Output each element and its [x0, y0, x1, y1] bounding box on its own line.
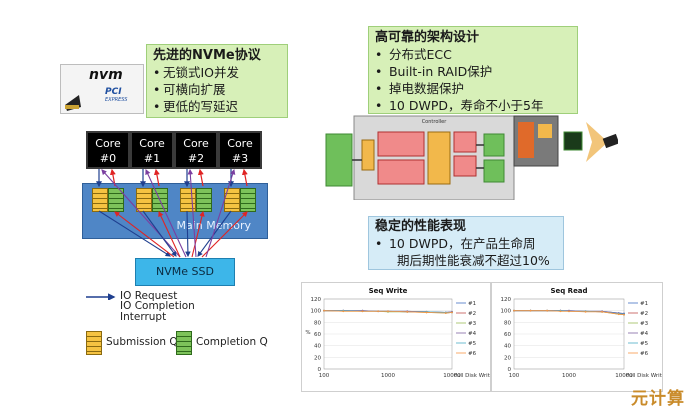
callout-item: • 10 DWPD，寿命不小于5年	[375, 98, 544, 113]
y-tick-label: 80	[504, 320, 511, 326]
core-2: Core #2	[174, 131, 218, 169]
legend-entry: #3	[640, 321, 649, 327]
chart-title: Seq Write	[369, 287, 408, 295]
legend-entry: #6	[468, 351, 477, 357]
completion-queue	[240, 188, 256, 212]
nvm-logo-sub2: EXPRESS	[105, 97, 128, 103]
x-tick-label: 1000	[381, 373, 395, 379]
data-point	[568, 310, 570, 313]
y-tick-label: 20	[504, 355, 511, 361]
data-point	[601, 310, 604, 313]
legend-io-completion: IO Completion	[120, 300, 195, 312]
nvm-express-logo: nvm PCI EXPRESS	[60, 64, 144, 114]
callout-item: • 分布式ECC	[375, 47, 452, 62]
data-point	[425, 311, 428, 314]
y-tick-label: 0	[508, 367, 512, 373]
y-tick-label: 0	[318, 367, 322, 373]
y-tick-label: 120	[311, 297, 322, 303]
legend-entry: #1	[468, 301, 476, 307]
reliability-callout: 高可靠的架构设计 • 分布式ECC • Built-in RAID保护 • 掉电…	[368, 26, 578, 114]
y-tick-label: 60	[504, 332, 511, 338]
data-point	[444, 312, 447, 314]
callout-title: 先进的NVMe协议	[153, 48, 261, 63]
y-tick-label: 80	[314, 320, 321, 326]
callout-item: • 10 DWPD，在产品生命周	[375, 236, 536, 251]
watermark: 元计算	[631, 389, 685, 409]
nvm-logo-sub1: PCI	[105, 87, 122, 97]
legend-entry: #5	[468, 341, 477, 347]
data-point	[387, 310, 389, 313]
data-point	[529, 309, 532, 312]
data-point	[546, 309, 549, 312]
core-1: Core #1	[130, 131, 174, 169]
legend-io-request: IO Request	[120, 290, 178, 302]
callout-item: •可横向扩展	[153, 82, 226, 97]
callout-item: • 掉电数据保护	[375, 81, 464, 96]
core-3: Core #3	[218, 131, 262, 169]
y-tick-label: 100	[311, 309, 322, 315]
x-axis-label: Full Disk Writes	[626, 373, 662, 379]
callout-item: 期后期性能衰减不超过10%	[397, 253, 550, 268]
legend-completion-q-swatch	[176, 331, 192, 355]
data-point	[342, 310, 345, 313]
y-tick-label: 60	[314, 332, 321, 338]
data-point	[617, 313, 620, 316]
data-point	[584, 310, 587, 313]
data-point	[361, 310, 364, 313]
callout-title: 稳定的性能表现	[375, 219, 467, 234]
data-point	[451, 311, 453, 314]
legend-interrupt: Interrupt	[120, 311, 167, 323]
performance-callout: 稳定的性能表现 • 10 DWPD，在产品生命周 期后期性能衰减不超过10%	[368, 216, 564, 270]
legend-submission-q-swatch	[86, 331, 102, 355]
y-tick-label: 100	[501, 309, 512, 315]
x-tick-label: 1000	[562, 373, 576, 379]
legend-entry: #5	[640, 341, 649, 347]
chart-title: Seq Read	[550, 287, 587, 295]
callout-item: •更低的写延迟	[153, 99, 239, 114]
io-arrows	[86, 168, 248, 300]
legend-submission-q: Submission Q	[106, 336, 178, 348]
legend-entry: #4	[640, 331, 649, 337]
nvme-protocol-callout: 先进的NVMe协议 •无锁式IO并发 •可横向扩展 •更低的写延迟	[146, 44, 288, 118]
legend-completion-q: Completion Q	[196, 336, 268, 348]
data-point	[623, 313, 625, 316]
x-tick-label: 10000	[615, 373, 633, 379]
legend-entry: #6	[640, 351, 649, 357]
legend-entry: #3	[468, 321, 477, 327]
y-tick-label: 120	[501, 297, 512, 303]
main-memory-label: Main Memory	[176, 219, 252, 232]
data-point	[323, 309, 325, 312]
controller-label: Controller	[422, 119, 448, 125]
data-point	[377, 310, 379, 313]
callout-title: 高可靠的架构设计	[375, 30, 480, 45]
legend-entry: #1	[640, 301, 648, 307]
core-0: Core #0	[86, 131, 130, 169]
plot-area	[513, 298, 625, 370]
y-tick-label: 40	[504, 344, 511, 350]
nvm-logo-text: nvm	[89, 67, 123, 83]
plot-area	[323, 298, 453, 370]
x-tick-label: 10000	[443, 373, 461, 379]
data-point	[559, 310, 562, 313]
data-point	[513, 309, 515, 312]
ssd-card-graphic	[65, 95, 81, 111]
y-axis-label: %	[305, 330, 310, 336]
controller-architecture-diagram: Controller	[325, 115, 618, 200]
data-point	[406, 310, 409, 313]
x-tick-label: 100	[509, 373, 520, 379]
callout-item: •无锁式IO并发	[153, 65, 240, 80]
callout-item: • Built-in RAID保护	[375, 64, 493, 79]
y-tick-label: 20	[314, 355, 321, 361]
y-tick-label: 40	[314, 344, 321, 350]
legend-entry: #2	[468, 311, 476, 317]
legend-entry: #4	[468, 331, 477, 337]
nvme-ssd: NVMe SSD	[135, 258, 235, 286]
legend-entry: #2	[640, 311, 648, 317]
x-axis-label: Full Disk Writes	[454, 373, 490, 379]
x-tick-label: 100	[319, 373, 330, 379]
